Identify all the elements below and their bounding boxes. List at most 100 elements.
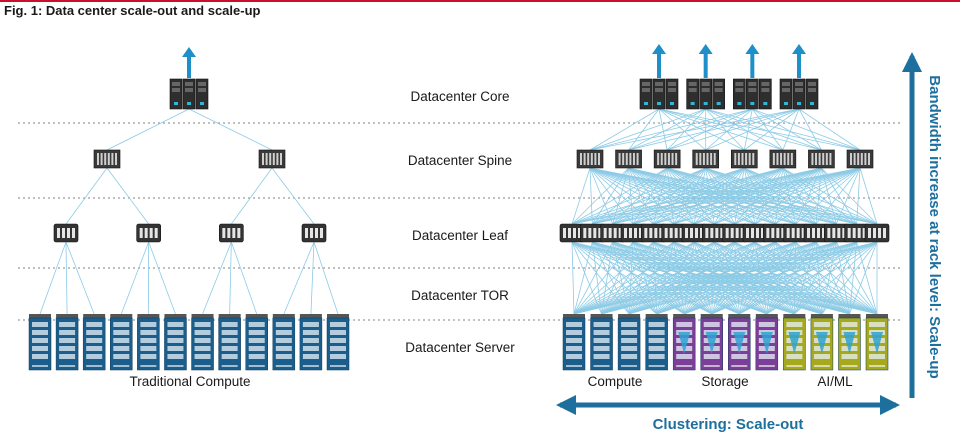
- network-link: [589, 167, 695, 225]
- leaf-switch: [783, 223, 808, 243]
- uplink-arrow: [182, 47, 196, 78]
- server-rack: [110, 314, 133, 371]
- network-link: [782, 167, 797, 225]
- network-link: [592, 167, 745, 225]
- network-link: [202, 241, 232, 315]
- network-link: [628, 108, 706, 151]
- spine-switch: [576, 149, 604, 169]
- network-link: [573, 241, 614, 315]
- network-link: [705, 108, 800, 151]
- network-link: [656, 241, 857, 315]
- network-link: [835, 241, 878, 315]
- network-link: [705, 167, 756, 225]
- network-link: [795, 167, 861, 225]
- network-link: [782, 167, 817, 225]
- network-link: [592, 167, 822, 225]
- network-link: [571, 241, 575, 315]
- network-link: [628, 167, 735, 225]
- leaf-switch: [136, 223, 161, 243]
- server-rack: [562, 314, 586, 371]
- network-link: [592, 241, 740, 315]
- network-devices: [28, 44, 890, 371]
- network-link: [628, 167, 695, 225]
- network-link: [628, 167, 796, 225]
- leaf-switch: [824, 223, 849, 243]
- network-link: [666, 167, 776, 225]
- network-link: [592, 241, 712, 315]
- network-link: [782, 167, 878, 225]
- network-link: [612, 241, 712, 315]
- network-link: [573, 241, 593, 315]
- network-link: [612, 241, 740, 315]
- network-link: [743, 167, 756, 225]
- network-link: [775, 167, 861, 225]
- network-link: [612, 241, 795, 315]
- network-link: [782, 108, 800, 151]
- network-link: [798, 108, 861, 151]
- network-link: [739, 241, 878, 315]
- network-link: [573, 241, 878, 315]
- server-rack: [728, 314, 751, 371]
- core-router: [169, 78, 209, 110]
- network-link: [766, 241, 837, 315]
- network-link: [794, 241, 837, 315]
- network-link: [571, 167, 783, 225]
- network-link: [592, 167, 668, 225]
- network-link: [601, 241, 857, 315]
- network-link: [734, 241, 823, 315]
- leaf-switch: [219, 223, 244, 243]
- network-link: [794, 241, 857, 315]
- network-link: [743, 108, 753, 151]
- network-link: [734, 167, 745, 225]
- network-link: [589, 167, 796, 225]
- network-link: [589, 167, 614, 225]
- network-link: [666, 108, 706, 151]
- network-link: [571, 241, 685, 315]
- network-link: [705, 108, 784, 151]
- server-rack: [245, 314, 268, 371]
- network-link: [754, 241, 850, 315]
- core-router: [779, 78, 819, 110]
- server-rack: [299, 314, 323, 371]
- network-link: [693, 167, 861, 225]
- network-link: [666, 108, 753, 151]
- header-rule: [0, 0, 960, 2]
- core-router: [733, 78, 772, 110]
- tier-label-tor: Datacenter TOR: [411, 288, 509, 303]
- network-link: [754, 167, 861, 225]
- spine-switch: [769, 149, 797, 169]
- network-link: [571, 241, 767, 315]
- network-link: [713, 167, 745, 225]
- network-link: [658, 108, 783, 151]
- network-link: [571, 167, 629, 225]
- network-link: [632, 241, 712, 315]
- network-link: [601, 241, 776, 315]
- network-link: [39, 241, 67, 315]
- network-link: [571, 167, 706, 225]
- network-link: [821, 167, 878, 225]
- network-link: [628, 241, 756, 315]
- server-rack: [590, 314, 613, 371]
- network-link: [815, 167, 861, 225]
- network-link: [612, 241, 685, 315]
- network-link: [229, 241, 232, 315]
- network-link: [592, 241, 767, 315]
- leaf-switch: [580, 223, 605, 243]
- network-link: [589, 167, 654, 225]
- network-link: [148, 241, 176, 315]
- network-link: [743, 167, 776, 225]
- network-link: [573, 241, 857, 315]
- network-link: [766, 241, 817, 315]
- network-link: [752, 108, 784, 151]
- server-rack: [838, 314, 861, 371]
- server-rack: [810, 314, 834, 371]
- network-link: [573, 241, 796, 315]
- network-link: [705, 167, 857, 225]
- network-link: [573, 241, 674, 315]
- network-link: [815, 241, 850, 315]
- network-link: [714, 241, 823, 315]
- network-link: [573, 241, 776, 315]
- server-rack: [672, 314, 696, 371]
- network-link: [632, 167, 861, 225]
